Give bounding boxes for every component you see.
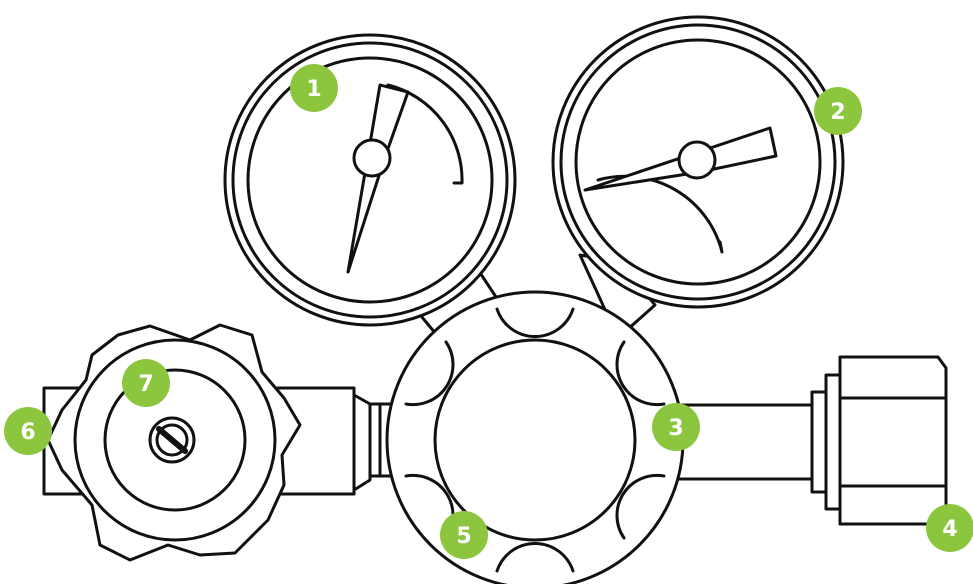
callout-badge-6: 6 (4, 407, 52, 455)
callout-label-1: 1 (306, 77, 321, 102)
callout-label-4: 4 (942, 517, 957, 542)
callout-badge-4: 4 (926, 504, 973, 552)
left-gauge (223, 33, 517, 327)
callout-badges: 1 2 3 4 5 6 7 (4, 64, 973, 559)
callout-badge-7: 7 (122, 359, 170, 407)
right-gauge (551, 15, 845, 309)
regulator-body (385, 290, 685, 584)
callout-label-2: 2 (830, 100, 845, 125)
callout-badge-1: 1 (290, 64, 338, 112)
valve-knob (46, 323, 302, 562)
callout-label-5: 5 (456, 524, 471, 549)
callout-badge-5: 5 (440, 511, 488, 559)
callout-label-3: 3 (668, 416, 683, 441)
right-gauge-scale-arc (596, 174, 724, 254)
body-grip-notches (404, 307, 666, 573)
left-gauge-pivot (352, 138, 392, 178)
outlet-nut (810, 355, 948, 526)
callout-label-6: 6 (20, 420, 35, 445)
knob-screw (148, 416, 196, 464)
callout-badge-2: 2 (814, 87, 862, 135)
callout-badge-3: 3 (652, 403, 700, 451)
right-gauge-pivot (677, 140, 717, 180)
callout-label-7: 7 (138, 372, 153, 397)
